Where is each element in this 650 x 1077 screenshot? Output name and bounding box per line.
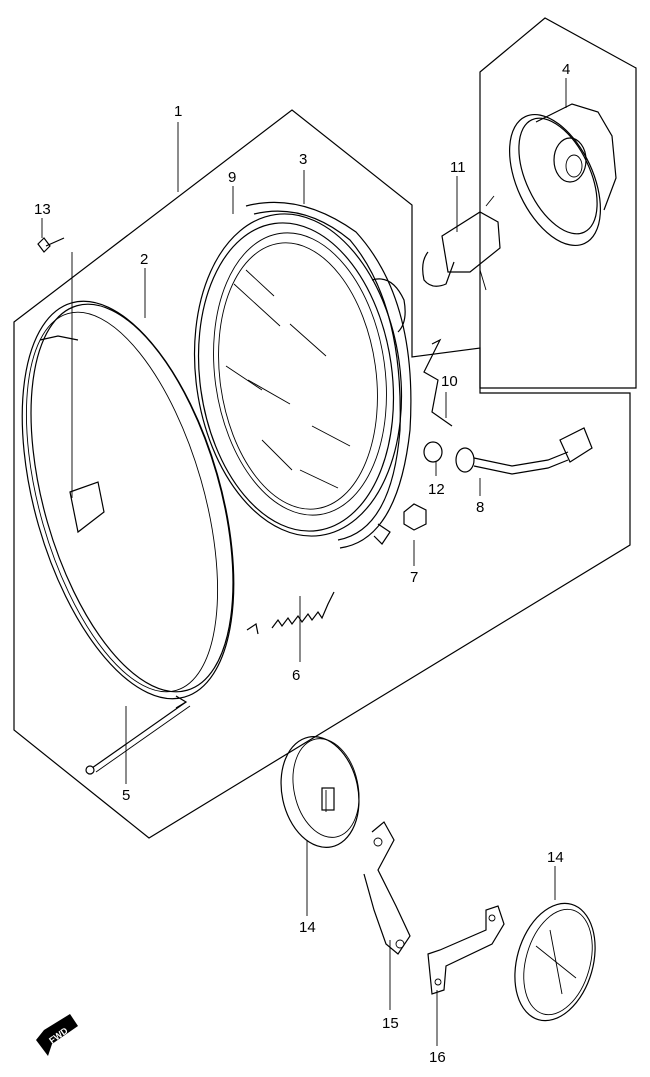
callout-12: 12 xyxy=(428,481,445,498)
callout-4: 4 xyxy=(562,61,570,78)
position-bulb-part-12 xyxy=(423,441,443,463)
bracket-part-16 xyxy=(427,905,505,995)
callout-5: 5 xyxy=(122,787,130,804)
assembly-outline-headlamp xyxy=(13,109,631,839)
screw-part-5 xyxy=(85,701,191,775)
horn-part-14-right xyxy=(514,902,596,1022)
callout-3: 3 xyxy=(299,151,307,168)
callout-6: 6 xyxy=(292,667,300,684)
lens-unit-part-9 xyxy=(193,213,403,537)
callout-16: 16 xyxy=(429,1049,446,1066)
callout-8: 8 xyxy=(476,499,484,516)
spring-part-6 xyxy=(271,591,335,629)
headlamp-housing-part-3 xyxy=(245,201,412,549)
clip-part-10 xyxy=(423,338,453,427)
callout-14-right: 14 xyxy=(547,849,564,866)
horn-part-14-left xyxy=(280,736,360,848)
assembly-outline-socket xyxy=(479,17,637,389)
callout-15: 15 xyxy=(382,1015,399,1032)
bulb-part-11 xyxy=(422,195,501,291)
screw-part-13 xyxy=(37,237,65,253)
callout-11: 11 xyxy=(450,159,466,176)
leader-lines xyxy=(41,78,567,1046)
fwd-arrow-icon: FWD xyxy=(36,1014,78,1056)
callout-14-left: 14 xyxy=(299,919,316,936)
callout-10: 10 xyxy=(441,373,458,390)
socket-cover-part-4 xyxy=(508,103,617,247)
callout-2: 2 xyxy=(140,251,148,268)
callout-1: 1 xyxy=(174,103,182,120)
callout-13: 13 xyxy=(34,201,51,218)
callout-9: 9 xyxy=(228,169,236,186)
socket-wire-part-8 xyxy=(455,427,593,475)
bracket-part-15 xyxy=(363,821,411,955)
rim-part-2 xyxy=(21,300,259,709)
callout-7: 7 xyxy=(410,569,418,586)
nut-part-7 xyxy=(403,503,427,531)
